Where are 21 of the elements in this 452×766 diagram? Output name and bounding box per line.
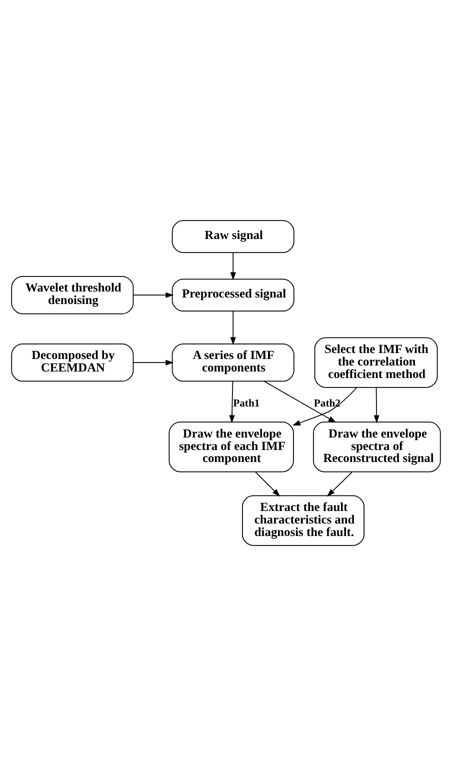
node-box: Preprocessed signal bbox=[172, 278, 294, 312]
node-box: Extract the fault characteristics and diagnosis the fault. bbox=[242, 495, 364, 546]
arrow bbox=[292, 387, 358, 426]
arrow bbox=[255, 472, 280, 497]
arrow bbox=[230, 310, 236, 346]
node-box: Decomposed by CEEMDAN bbox=[11, 344, 134, 382]
edge-label: Path2 bbox=[314, 398, 340, 410]
node-box: Draw the envelope spectra of each IMF component bbox=[168, 422, 294, 472]
arrow bbox=[229, 380, 235, 424]
arrow bbox=[132, 292, 174, 298]
arrow bbox=[326, 472, 352, 497]
node-box: Wavelet threshold denoising bbox=[11, 276, 134, 314]
node-box: Raw signal bbox=[172, 220, 294, 253]
node-box: Select the IMF with the correlation coefficient method bbox=[314, 337, 438, 388]
arrow bbox=[374, 387, 380, 424]
arrow bbox=[264, 380, 336, 423]
edge-label: Path1 bbox=[233, 398, 260, 410]
node-box: A series of IMF components bbox=[172, 344, 294, 382]
node-box: Draw the envelope spectra of Reconstructed signal bbox=[313, 422, 441, 472]
arrow bbox=[132, 360, 174, 366]
arrow bbox=[230, 252, 236, 280]
